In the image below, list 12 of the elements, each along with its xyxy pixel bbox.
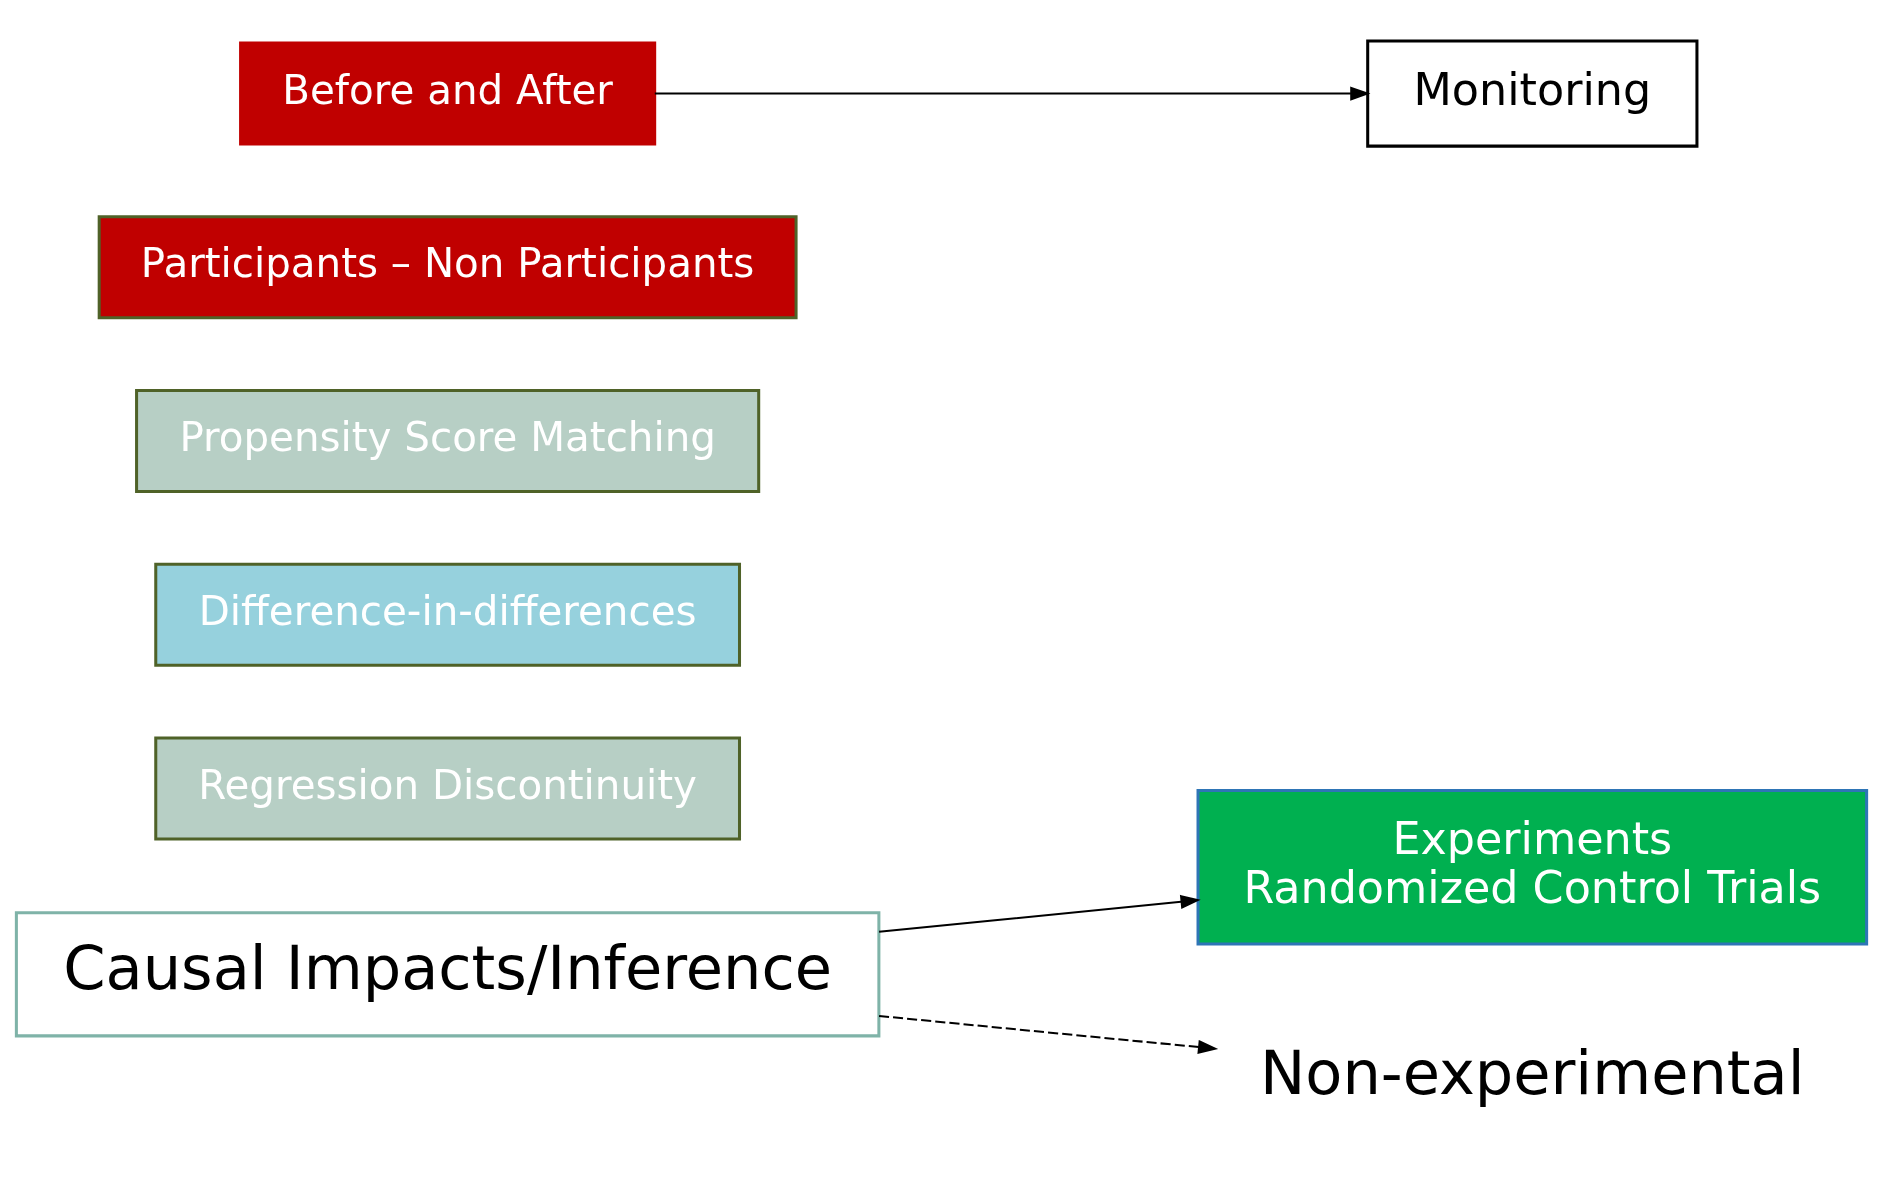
node-box: Experiments Randomized Control Trials [1196,788,1869,946]
arrow [654,86,1371,101]
node-box: Propensity Score Matching [135,389,761,494]
node-text: Non-experimental [1260,1038,1805,1109]
arrow [879,1015,1219,1055]
node-box: Causal Impacts/Inference [14,911,881,1038]
node-box: Before and After [239,41,657,146]
node-box: Difference-in-differences [154,562,742,667]
arrow [878,894,1201,933]
node-box: Regression Discontinuity [154,736,742,841]
node-box: Monitoring [1366,39,1699,148]
node-box: Participants – Non Participants [97,215,798,320]
